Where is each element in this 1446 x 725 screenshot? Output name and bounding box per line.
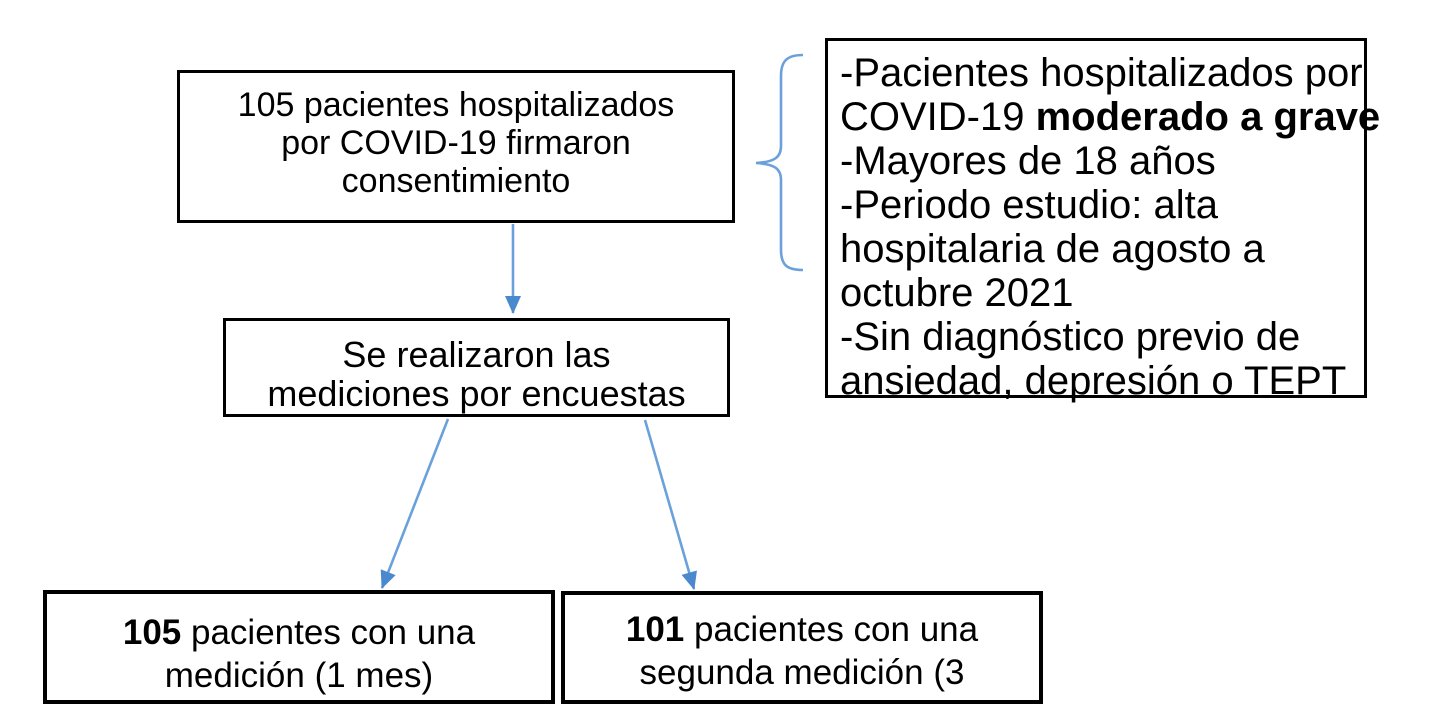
first-measurement-box: 105 pacientes con una medición (1 mes) <box>43 590 555 704</box>
consent-box-line-1: 105 pacientes hospitalizados <box>237 86 675 124</box>
measurements-box: Se realizaron las mediciones por encuest… <box>223 318 730 417</box>
measurements-box-line-1: Se realizaron las <box>342 334 611 375</box>
criteria-line-6: octubre 2021 <box>840 271 1074 315</box>
criteria-box: -Pacientes hospitalizados por COVID-19 m… <box>825 38 1381 403</box>
consent-box-line-2: por COVID-19 firmaron <box>281 124 631 162</box>
arrow-diagonal-to-second-measurement <box>643 419 697 590</box>
criteria-line-3: -Mayores de 18 años <box>840 139 1216 183</box>
measurements-box-line-2: mediciones por encuestas <box>267 373 686 414</box>
criteria-brace-shape <box>755 53 804 272</box>
first-measurement-count: 105 <box>122 613 182 652</box>
criteria-line-4: -Periodo estudio: alta <box>840 183 1219 227</box>
second-measurement-count: 101 <box>625 610 685 649</box>
criteria-line-2: COVID-19 moderado a grave <box>840 95 1381 139</box>
criteria-line-1: -Pacientes hospitalizados por <box>840 51 1363 95</box>
first-measurement-line-1: 105 pacientes con una <box>122 613 476 652</box>
second-measurement-line-1: 101 pacientes con una <box>625 610 979 649</box>
criteria-line-8: ansiedad, depresión o TEPT <box>840 359 1347 403</box>
first-measurement-line-2: medición (1 mes) <box>164 656 434 695</box>
second-measurement-box: 101 pacientes con una segunda medición (… <box>561 591 1043 704</box>
arrow-diagonal-to-first-measurement <box>380 418 450 589</box>
criteria-line-7: -Sin diagnóstico previo de <box>840 315 1301 359</box>
criteria-line-5: hospitalaria de agosto a <box>840 227 1265 271</box>
criteria-bold-severity: moderado a grave <box>1035 95 1381 139</box>
consent-box: 105 pacientes hospitalizados por COVID-1… <box>177 70 735 223</box>
consent-box-line-3: consentimiento <box>341 162 571 200</box>
second-measurement-line-2: segunda medición (3 <box>639 653 965 692</box>
